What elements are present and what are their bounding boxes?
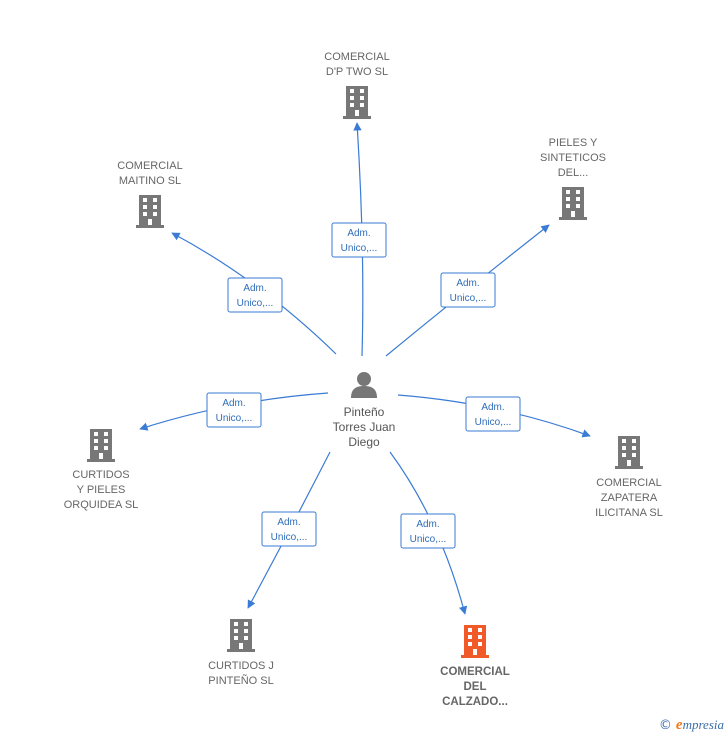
role-box [400,513,456,549]
footer-brand[interactable]: © empresia [659,717,724,734]
role-text-line: Adm. [456,278,479,289]
company-name-line: COMERCIAL [596,477,661,489]
company-name-line: D'P TWO SL [326,66,388,78]
edges-layer: Adm.Unico,...Adm.Unico,...Adm.Unico,...A… [139,122,591,615]
company-name-line: CURTIDOS J [208,660,274,672]
building-icon [615,436,643,469]
role-label-calzado[interactable]: Adm. Unico,... [400,513,456,549]
company-name-line: MAITINO SL [119,175,181,187]
company-name-line: CALZADO... [442,696,508,708]
company-name-line: PIELES Y [549,137,598,149]
role-text-line: Unico,... [410,534,447,545]
company-name-line: Y PIELES [77,484,126,496]
role-label-curtidos-j[interactable]: Adm. Unico,... [261,511,317,547]
role-box [331,222,387,258]
company-name-line: COMERCIAL [117,160,182,172]
person-icon [351,372,377,398]
role-text-line: Unico,... [475,417,512,428]
role-box [227,277,283,313]
person-name-line-1: Pinteño [344,405,385,419]
building-icon [136,195,164,228]
role-text-line: Adm. [416,519,439,530]
role-box [440,272,496,308]
company-node-curtidos-orquidea[interactable]: CURTIDOS Y PIELES ORQUIDEA SL [64,429,139,511]
company-name-line: PINTEÑO SL [208,674,273,687]
role-box [465,396,521,432]
nodes-layer: COMERCIAL D'P TWO SL PIELES Y SINTETICOS DEL… [64,51,663,708]
company-name-line: CURTIDOS [72,469,129,481]
role-box [261,511,317,547]
brand-logo-letter: e [675,717,683,733]
role-text-line: Unico,... [216,413,253,424]
company-node-maitino[interactable]: COMERCIAL MAITINO SL [117,160,183,228]
company-name-line: COMERCIAL [324,51,389,63]
role-text-line: Unico,... [271,532,308,543]
role-text-line: Adm. [277,517,300,528]
building-icon [559,187,587,220]
role-label-curtidos-orquidea[interactable]: Adm. Unico,... [206,392,262,428]
company-name-line: ILICITANA SL [595,507,663,519]
company-name-line: DEL [464,681,487,693]
copyright-icon: © [658,718,672,733]
brand-name: mpresia [682,717,724,732]
role-label-zapatera[interactable]: Adm. Unico,... [465,396,521,432]
role-label-dp-two[interactable]: Adm. Unico,... [331,222,387,258]
role-label-maitino[interactable]: Adm. Unico,... [227,277,283,313]
role-text-line: Unico,... [341,243,378,254]
person-name-line-3: Diego [348,435,380,449]
person-name-line-2: Torres Juan [333,420,396,434]
building-icon [461,625,489,658]
company-name-line: ZAPATERA [601,492,658,504]
building-icon [227,619,255,652]
role-text-line: Adm. [347,228,370,239]
company-node-dp-two[interactable]: COMERCIAL D'P TWO SL [324,51,390,119]
role-label-pieles-sinteticos[interactable]: Adm. Unico,... [440,272,496,308]
center-person-node[interactable]: Pinteño Torres Juan Diego [333,372,396,449]
company-name-line: SINTETICOS [540,152,606,164]
company-name-line: DEL... [558,167,589,179]
role-text-line: Adm. [222,398,245,409]
role-box [206,392,262,428]
building-icon [343,86,371,119]
company-name-line: COMERCIAL [440,666,510,678]
company-node-pieles-sinteticos[interactable]: PIELES Y SINTETICOS DEL... [540,137,606,220]
company-node-calzado[interactable]: COMERCIAL DEL CALZADO... [440,625,510,708]
role-text-line: Unico,... [237,298,274,309]
role-text-line: Unico,... [450,293,487,304]
role-text-line: Adm. [481,402,504,413]
role-text-line: Adm. [243,283,266,294]
company-node-zapatera[interactable]: COMERCIAL ZAPATERA ILICITANA SL [595,436,663,519]
company-name-line: ORQUIDEA SL [64,499,139,511]
building-icon [87,429,115,462]
company-node-curtidos-j[interactable]: CURTIDOS J PINTEÑO SL [208,619,274,687]
